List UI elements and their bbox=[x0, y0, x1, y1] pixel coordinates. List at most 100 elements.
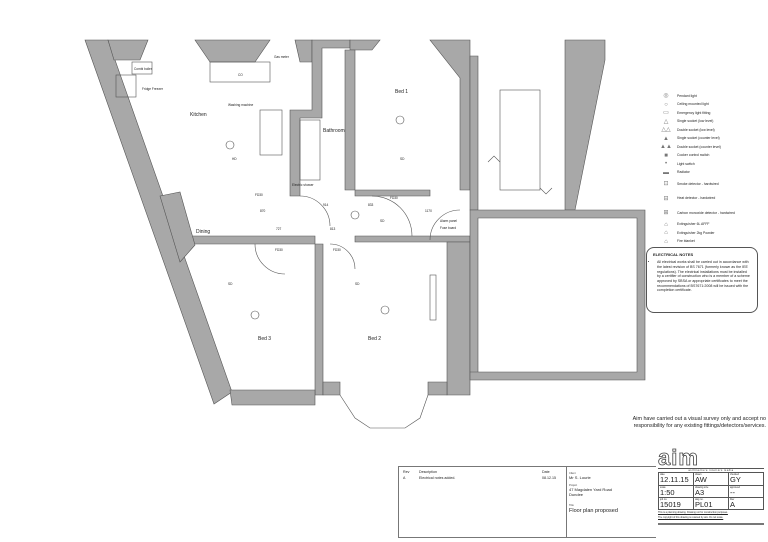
legend-label: Cooker control switch bbox=[677, 153, 710, 158]
label-fridge-freezer: Fridge Freezer bbox=[142, 87, 164, 91]
light-bed2 bbox=[380, 305, 390, 315]
label-fuse-board: Fuse board bbox=[440, 226, 456, 230]
bath-tub bbox=[299, 119, 321, 181]
legend-label: Extinguisher 2kg Powder bbox=[677, 230, 715, 235]
co-detector-icon: ⊞ bbox=[663, 210, 669, 216]
wall-top-kitchen-1 bbox=[107, 39, 149, 61]
door-swing-1 bbox=[371, 195, 413, 237]
legend-item: ⊞Carbon monoxide detector - hardwired bbox=[655, 206, 768, 220]
fridge-freezer bbox=[115, 74, 137, 98]
client-label: Client bbox=[569, 472, 576, 475]
legend-item: ▭ Emergency light fitting bbox=[655, 109, 768, 117]
legend-item: ⊟ Heat detector - hardwired bbox=[655, 192, 768, 206]
electrical-notes-title: ELECTRICAL NOTES bbox=[653, 252, 694, 257]
room-label-bed1: Bed 1 bbox=[395, 89, 408, 95]
cooker bbox=[259, 109, 283, 156]
tagline: architecture interiors media bbox=[658, 469, 764, 474]
legend-item: ◎Pendant light bbox=[655, 92, 768, 100]
legend-item: • Light switch bbox=[655, 160, 768, 168]
revision-header: Rev Description Date bbox=[403, 470, 562, 475]
heat-detector-icon: ⊟ bbox=[663, 195, 669, 202]
legend-label: Single socket (low level) bbox=[677, 119, 714, 124]
door-swing-4 bbox=[254, 243, 286, 275]
door-label-2: FD30 bbox=[390, 196, 398, 200]
single-socket-icon: △ bbox=[663, 118, 669, 125]
light-switch-icon: • bbox=[664, 161, 668, 167]
radiator-icon: ▬ bbox=[663, 169, 669, 176]
wall-hall-top bbox=[354, 189, 431, 197]
legend-item: △ Single socket (low level) bbox=[655, 118, 768, 126]
legend-label: Heat detector - hardwired bbox=[677, 196, 716, 201]
project-line1: 47 Magdalen Yard Road bbox=[569, 486, 612, 492]
cell-dwg-no: dwg no.PL01 bbox=[694, 498, 729, 511]
legend-item: ○Ceiling mounted light bbox=[655, 101, 768, 109]
legend-label: Ceiling mounted light bbox=[677, 102, 709, 107]
wall-bed2-bottom-r bbox=[427, 381, 448, 396]
rev-value: A bbox=[403, 475, 406, 480]
wall-hall-bottom bbox=[354, 235, 471, 243]
dim-1: 870 bbox=[260, 209, 266, 213]
title-label: Title bbox=[569, 504, 574, 508]
aim-logo: aim bbox=[658, 445, 764, 470]
legend-label: Radiator bbox=[677, 170, 690, 175]
wall-left bbox=[84, 39, 233, 405]
cell-job-no: job no.15019 bbox=[659, 498, 694, 511]
electrical-notes-text: All electrical works shall be carried ou… bbox=[657, 260, 751, 293]
wall-top-kitchen-3 bbox=[294, 39, 313, 63]
door-label-3: FD30 bbox=[275, 248, 283, 252]
wall-bed3-bed2 bbox=[314, 243, 324, 396]
revision-table: Rev Description Date A Electrical notes … bbox=[398, 466, 566, 538]
pendant-light-icon: ◎ bbox=[663, 93, 669, 99]
client-name: Mr S. Lourie bbox=[569, 475, 591, 481]
wall-right-block bbox=[446, 241, 471, 396]
dim-4: 727 bbox=[276, 227, 282, 231]
label-sd-bed2: SD bbox=[355, 282, 360, 286]
label-sd-hall: SD bbox=[380, 219, 385, 223]
logo-word: aim bbox=[658, 445, 699, 470]
electrical-notes-list: All electrical works shall be carried ou… bbox=[653, 260, 751, 293]
room-label-kitchen: Kitchen bbox=[190, 112, 207, 118]
stair-up-arrow bbox=[487, 155, 501, 163]
cell-approved: approved-- bbox=[729, 485, 764, 499]
double-socket-icon: △△ bbox=[661, 127, 671, 133]
legend-label: Emergency light fitting bbox=[677, 110, 711, 115]
legend-label: Light switch bbox=[677, 161, 695, 166]
room-label-bed2: Bed 2 bbox=[368, 336, 381, 342]
single-socket-counter-icon: ▲ bbox=[663, 135, 669, 142]
light-bed3 bbox=[250, 310, 260, 320]
label-washing-machine: Washing machine bbox=[228, 103, 253, 107]
legend-item: ⌂Fire blanket bbox=[655, 238, 768, 246]
label-gas-meter: Gas meter bbox=[274, 55, 290, 59]
date-value: 08.12.15 bbox=[542, 475, 556, 480]
description-value: Electrical notes added. bbox=[419, 475, 456, 480]
date-header: Date bbox=[542, 470, 550, 474]
extinguisher-icon: ⌂ bbox=[664, 221, 668, 228]
double-socket-counter-icon: ▲▲ bbox=[660, 144, 672, 150]
dim-3: 833 bbox=[368, 203, 374, 207]
door-swing-5 bbox=[429, 209, 461, 241]
legend-label: Extinguisher 6L AFFF bbox=[677, 222, 710, 227]
bay-window bbox=[339, 394, 429, 429]
extinguisher-powder-icon: ⌂ bbox=[664, 230, 668, 236]
rev-header: Rev bbox=[403, 470, 410, 474]
legend-item: ▬ Radiator bbox=[655, 169, 768, 177]
wall-east-block bbox=[469, 209, 646, 381]
dim-2: 914 bbox=[323, 203, 329, 207]
wall-bed2-bottom-l bbox=[322, 381, 341, 396]
wall-stair-left bbox=[469, 55, 479, 211]
door-swing-2 bbox=[299, 195, 331, 227]
wall-bed1-right bbox=[429, 39, 471, 191]
emergency-light-icon: ▭ bbox=[663, 110, 669, 116]
dim-6: 1170 bbox=[425, 209, 432, 213]
divider bbox=[658, 522, 764, 525]
wall-bed3-bottom bbox=[229, 389, 316, 406]
light-bed1 bbox=[395, 115, 405, 125]
cooker-switch-icon: ■ bbox=[664, 152, 668, 159]
